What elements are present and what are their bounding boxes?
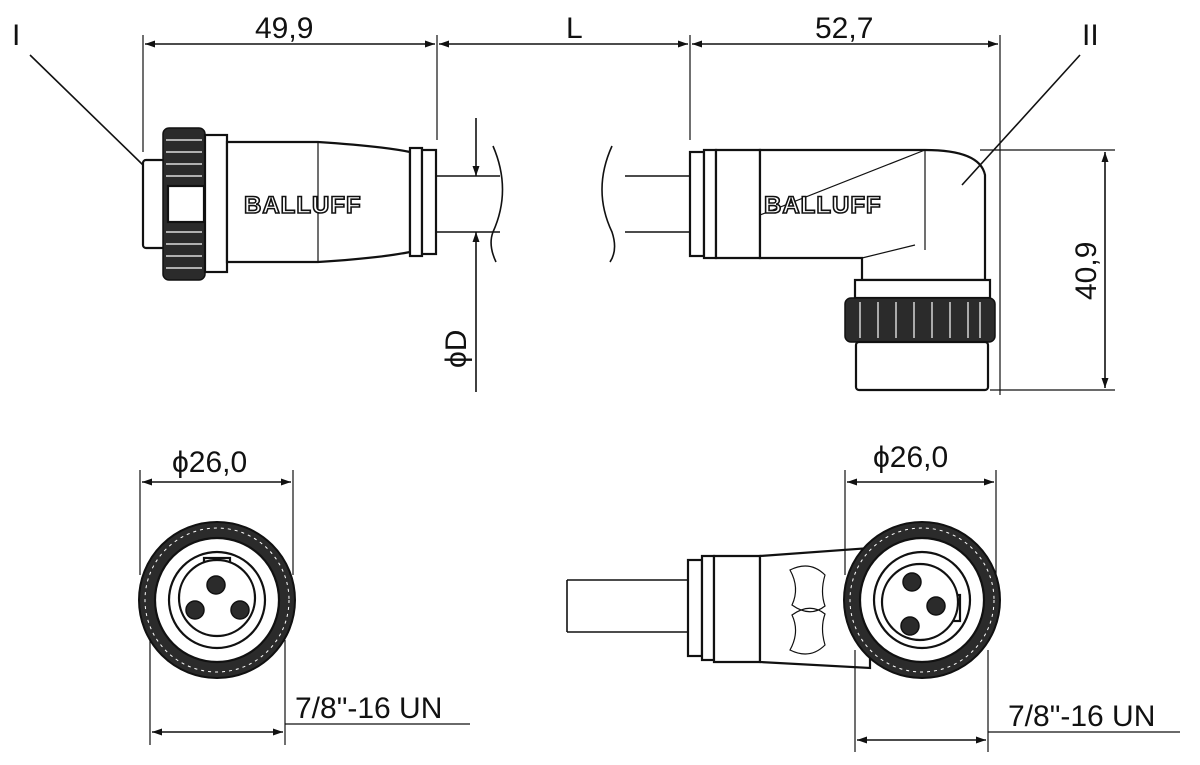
angled-connector-face-view bbox=[566, 521, 1001, 679]
dim-right-length: 52,7 bbox=[815, 12, 873, 45]
brand-logo-right: BALLUFF bbox=[764, 192, 882, 219]
angled-connector-side-view: BALLUFF bbox=[688, 148, 996, 392]
height-dimension bbox=[980, 149, 1115, 391]
dim-left-thread: 7/8"-16 UN bbox=[295, 692, 442, 725]
dim-right-face-diameter: ϕ26,0 bbox=[873, 441, 948, 474]
right-face-dimensions bbox=[844, 470, 1180, 752]
dim-right-height: 40,9 bbox=[1070, 242, 1103, 300]
leader-line-ii bbox=[961, 54, 1081, 186]
dim-cable-diameter: ϕD bbox=[440, 330, 473, 368]
label-connector-i: I bbox=[12, 19, 20, 52]
leader-line-i bbox=[29, 54, 144, 166]
label-connector-ii: II bbox=[1082, 19, 1099, 52]
top-dimension-lines bbox=[142, 35, 1001, 395]
dim-left-length: 49,9 bbox=[255, 12, 313, 45]
brand-logo-left: BALLUFF bbox=[244, 192, 362, 219]
dim-cable-length: L bbox=[566, 12, 583, 45]
cable-continuation bbox=[601, 145, 690, 263]
straight-connector-side-view: BALLUFF bbox=[141, 127, 504, 281]
straight-connector-face-view bbox=[138, 521, 296, 679]
left-face-dimensions bbox=[139, 470, 470, 745]
dim-left-face-diameter: ϕ26,0 bbox=[172, 446, 247, 479]
dim-right-thread: 7/8"-16 UN bbox=[1008, 700, 1155, 733]
